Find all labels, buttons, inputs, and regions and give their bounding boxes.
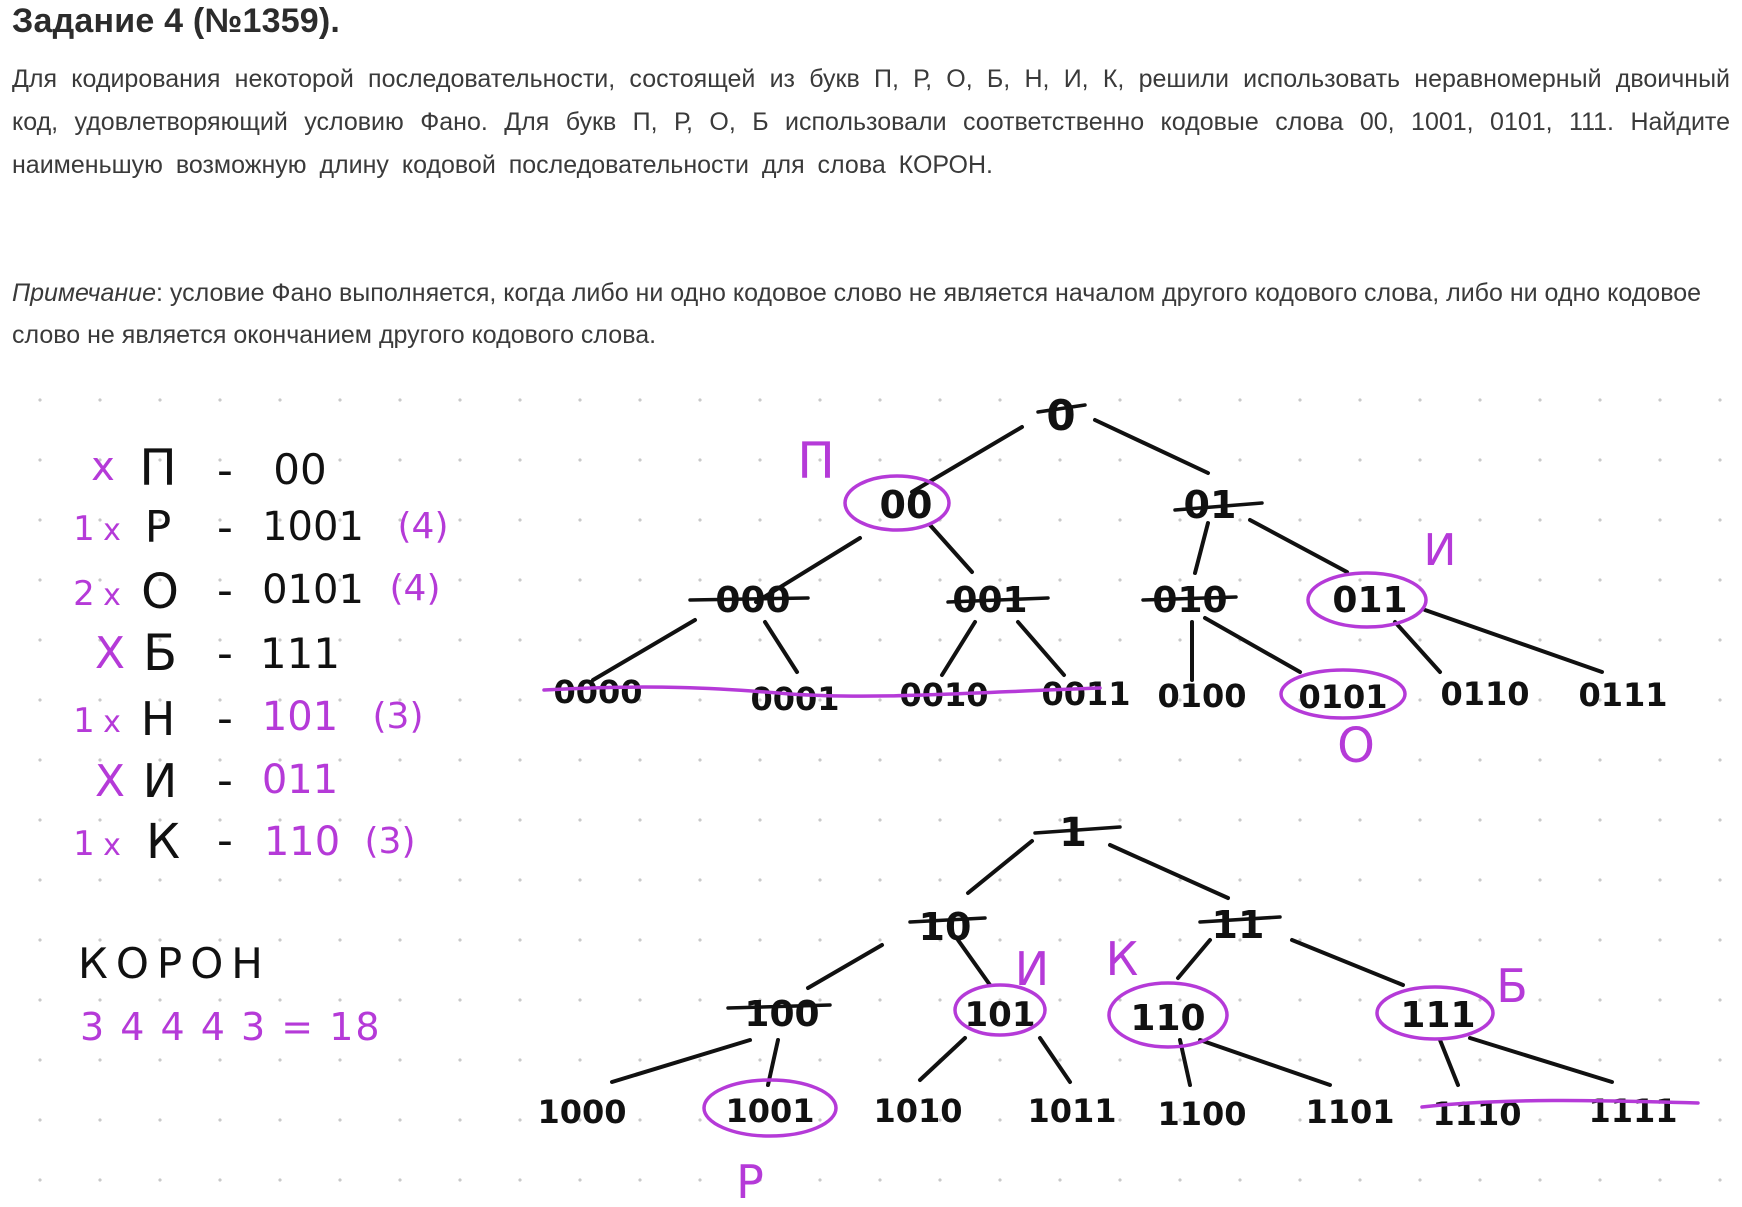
row-o-code: 0101 (262, 567, 364, 613)
task-note: Примечание: условие Фано выполняется, ко… (12, 272, 1732, 356)
row-n-letter: Н (141, 692, 176, 746)
row-i-mark: X (95, 756, 125, 807)
tree1-label-r: Р (736, 1155, 764, 1207)
row-o-dash: - (217, 565, 233, 616)
row-r-count: 1 (73, 509, 95, 549)
row-b-dash: - (217, 628, 233, 679)
row-k-code: 110 (264, 819, 340, 865)
task-header: Задание 4 (№1359). Для кодирования некот… (0, 0, 1742, 365)
row-k-count: 1 (73, 824, 95, 864)
tree1-leaf-1000: 1000 (537, 1093, 626, 1131)
tree1-node-110: 110 (1130, 998, 1205, 1039)
task-title: Задание 4 (№1359). (12, 2, 341, 40)
circle-101 (953, 983, 1047, 1037)
circle-1001 (702, 1078, 838, 1138)
row-r: 1 x Р - 1001 (4) (73, 502, 448, 553)
row-r-mark: x (103, 513, 121, 548)
tree1-leaf-1101: 1101 (1305, 1093, 1394, 1131)
black-strikes (688, 403, 1282, 1010)
task-statement: Для кодирования некоторой последовательн… (12, 65, 1730, 179)
tree1-node-11: 11 (1212, 903, 1265, 947)
tree0-leaf-0110: 0110 (1440, 675, 1529, 713)
circle-111 (1375, 985, 1495, 1041)
row-i-code: 011 (262, 757, 338, 803)
row-i: X И - 011 (95, 754, 338, 808)
word-length-calc: 3 4 4 4 3 = 18 (80, 1005, 382, 1049)
row-b-code: 111 (260, 629, 340, 678)
row-p-code: 00 (273, 445, 326, 494)
row-n-mark: x (103, 705, 121, 740)
tree0-label-i: И (1424, 525, 1457, 576)
row-n-dash: - (217, 693, 233, 744)
row-p: x П - 00 (91, 439, 327, 497)
row-k-letter: К (146, 814, 180, 870)
word-koron: КОРОН (78, 939, 271, 988)
tree0-leaf-0000: 0000 (553, 673, 642, 711)
tree1-leaf-1011: 1011 (1027, 1092, 1116, 1130)
row-n-count: 1 (73, 701, 95, 741)
row-n-code: 101 (262, 694, 338, 740)
tree0-root: 0 (1046, 391, 1075, 440)
tree0-leaf-0011: 0011 (1041, 675, 1130, 713)
tree-0: 0 00 01 000 001 010 011 0000 0001 0010 0… (553, 391, 1667, 718)
row-i-letter: И (143, 754, 177, 808)
tree1-root: 1 (1059, 810, 1087, 856)
word-calc: КОРОН 3 4 4 4 3 = 18 (78, 939, 382, 1049)
row-b-letter: Б (143, 624, 177, 682)
row-r-code: 1001 (262, 504, 364, 550)
tree0-leaf-0101: 0101 (1298, 678, 1387, 716)
tree0-leaf-0100: 0100 (1157, 677, 1246, 715)
purple-marks (542, 474, 1700, 1138)
tree1-leaf-1010: 1010 (873, 1092, 962, 1130)
row-o-length: (4) (390, 568, 441, 609)
tree1-leaf-1111: 1111 (1588, 1092, 1677, 1130)
tree-edges (591, 418, 1614, 1087)
tree1-node-100: 100 (744, 994, 819, 1035)
strike-line-tree0 (542, 685, 1102, 698)
row-p-letter: П (139, 439, 177, 497)
note-text: : условие Фано выполняется, когда либо н… (12, 279, 1702, 349)
tree1-node-101: 101 (965, 995, 1036, 1035)
row-k: 1 x К - 110 (3) (73, 814, 415, 870)
tree1-leaf-1100: 1100 (1157, 1095, 1246, 1133)
row-n: 1 x Н - 101 (3) (73, 692, 423, 746)
circle-0101 (1279, 668, 1407, 720)
circle-00 (843, 474, 951, 532)
tree0-node-011: 011 (1332, 580, 1407, 621)
tree0-label-o: О (1337, 718, 1375, 774)
note-label: Примечание (12, 279, 156, 307)
row-o-mark: x (103, 578, 121, 613)
row-r-letter: Р (145, 502, 172, 553)
row-p-mark: x (91, 444, 115, 490)
tree1-node-10: 10 (919, 905, 972, 949)
tree0-node-00: 00 (880, 483, 933, 527)
tree1-label-i: И (1015, 942, 1049, 996)
row-o-count: 2 (73, 574, 95, 614)
code-table: x П - 00 1 x Р - 1001 (4) 2 x О - 0101 (… (73, 439, 448, 870)
row-b: X Б - 111 (95, 624, 340, 682)
row-o-letter: О (141, 564, 179, 620)
row-n-length: (3) (373, 696, 424, 737)
row-b-mark: X (95, 628, 125, 679)
purple-letters: П И О И К Б Р (736, 432, 1528, 1207)
tree1-label-k: К (1106, 932, 1139, 986)
row-o: 2 x О - 0101 (4) (73, 564, 440, 620)
row-k-dash: - (217, 815, 233, 866)
row-k-mark: x (103, 828, 121, 863)
row-p-dash: - (217, 445, 233, 496)
row-i-dash: - (217, 755, 233, 806)
row-r-dash: - (217, 502, 233, 553)
tree0-leaf-0111: 0111 (1578, 676, 1667, 714)
tree1-leaf-1001: 1001 (725, 1092, 814, 1130)
strike-line-tree1 (1420, 1098, 1700, 1109)
tree1-label-b: Б (1496, 959, 1528, 1013)
tree1-node-111: 111 (1400, 995, 1475, 1036)
tree0-leaf-0001: 0001 (750, 680, 839, 718)
circle-110 (1107, 981, 1229, 1049)
row-k-length: (3) (365, 821, 416, 862)
circle-011 (1306, 571, 1428, 629)
tree0-label-p: П (797, 432, 835, 490)
row-r-length: (4) (398, 506, 449, 547)
